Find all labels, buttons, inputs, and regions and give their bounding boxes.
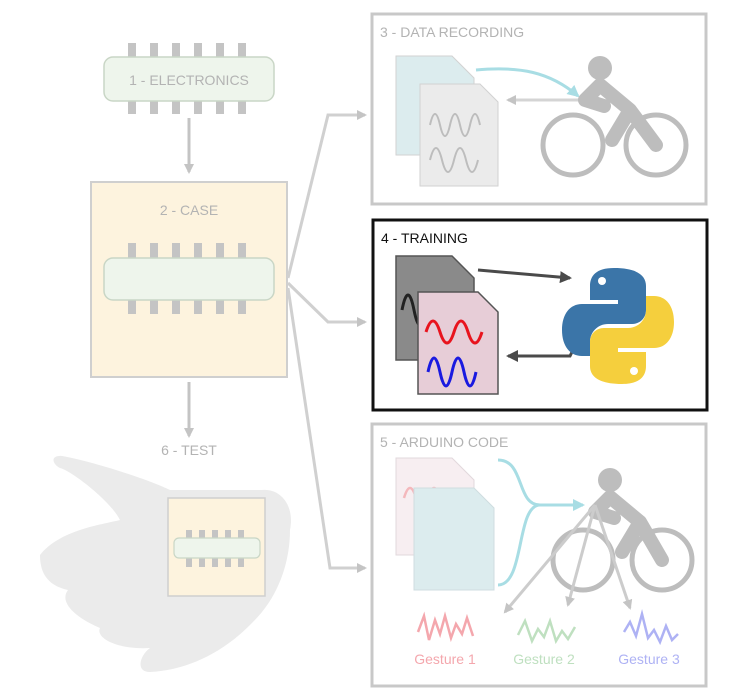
python-logo-icon bbox=[562, 268, 674, 384]
arrow-to-cyclist bbox=[475, 67, 580, 98]
arduino-cyclist-icon bbox=[550, 468, 695, 593]
arrow-case-to-training bbox=[286, 281, 367, 327]
training-label: 4 - TRAINING bbox=[381, 230, 468, 246]
test-chip-icon bbox=[173, 530, 261, 567]
electronics-chip-icon bbox=[103, 43, 275, 114]
test-label: 6 - TEST bbox=[161, 442, 217, 458]
cyclist-icon bbox=[540, 56, 689, 178]
arrow-case-to-arduino-code bbox=[286, 287, 367, 573]
gesture-3-label: Gesture 3 bbox=[618, 651, 680, 667]
arduino-code-label: 5 - ARDUINO CODE bbox=[380, 434, 508, 450]
electronics-label: 1 - ELECTRONICS bbox=[129, 72, 249, 88]
gesture-2-waveform-icon bbox=[516, 617, 577, 645]
case-chip-icon bbox=[103, 243, 275, 314]
case-label: 2 - CASE bbox=[160, 202, 218, 218]
data-recording-label: 3 - DATA RECORDING bbox=[380, 24, 524, 40]
gesture-1-waveform-icon bbox=[416, 611, 475, 643]
arrow-case-to-data-recording bbox=[286, 110, 367, 279]
training-document-icon bbox=[395, 255, 499, 395]
code-merge-bracket bbox=[497, 458, 541, 587]
arduino-document-icon bbox=[395, 457, 495, 591]
gesture-1-label: Gesture 1 bbox=[414, 651, 476, 667]
gesture-3-waveform-icon bbox=[622, 609, 679, 646]
arrow-to-python bbox=[477, 268, 572, 284]
gesture-2-label: Gesture 2 bbox=[513, 651, 575, 667]
gesture-arrows bbox=[503, 504, 633, 614]
data-recording-document-icon bbox=[395, 55, 499, 187]
